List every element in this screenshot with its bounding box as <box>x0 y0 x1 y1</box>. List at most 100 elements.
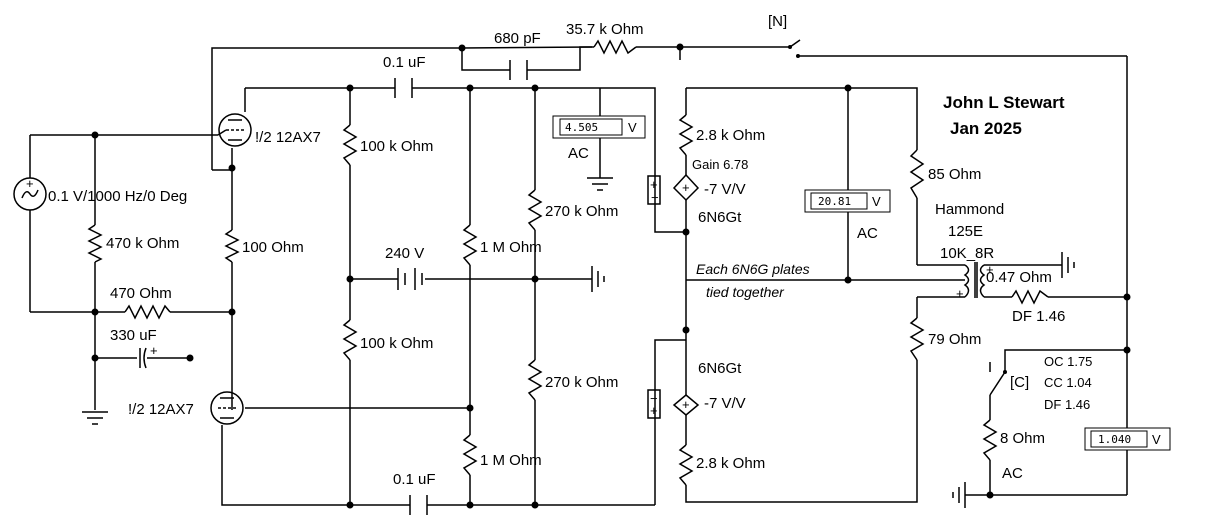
battery-240v <box>397 268 423 290</box>
label-xfmr-1: Hammond <box>935 201 1004 218</box>
ac-source: + <box>13 176 47 211</box>
voltmeter-1: 4.505 V <box>552 115 646 139</box>
resistors <box>87 39 1049 486</box>
label-load-ac: AC <box>1002 465 1023 482</box>
label-oc: OC 1.75 <box>1044 354 1092 369</box>
capacitor-330uf: + <box>139 343 158 369</box>
label-df-top: DF 1.46 <box>1012 308 1065 325</box>
label-df-bottom: DF 1.46 <box>1044 397 1090 412</box>
label-r-secondary: 0.47 Ohm <box>986 269 1052 286</box>
label-cc: CC 1.04 <box>1044 375 1092 390</box>
label-vcvs-upper: -7 V/V <box>704 181 746 198</box>
svg-text:V: V <box>1152 432 1161 447</box>
svg-text:−: − <box>650 391 658 406</box>
svg-text:−: − <box>651 190 659 205</box>
label-r-plate-bottom: 100 k Ohm <box>360 335 433 352</box>
note-line2: tied together <box>706 284 785 300</box>
resistor-2k8-bottom <box>678 444 694 486</box>
label-supply: 240 V <box>385 245 424 262</box>
label-tube-lower: !/2 12AX7 <box>128 401 194 418</box>
tube-upper-12ax7 <box>217 113 252 147</box>
ground-symbols <box>82 177 1075 508</box>
resistor-2k8-top <box>678 114 694 156</box>
ground-meter1 <box>587 177 613 191</box>
vcvs-lower: + − + <box>647 389 700 419</box>
ground-supply <box>591 266 605 292</box>
label-r-feedback: 35.7 k Ohm <box>566 21 644 38</box>
resistor-270k-top <box>527 189 543 231</box>
label-r-bias-bottom: 270 k Ohm <box>545 374 618 391</box>
resistor-35k7 <box>593 39 637 55</box>
capacitor-0p1-top <box>394 78 413 98</box>
junctions <box>91 43 1131 509</box>
resistor-1m-bottom <box>462 434 478 476</box>
wires <box>29 46 1128 506</box>
resistor-100ohm <box>224 229 240 263</box>
resistor-1m-top <box>462 224 478 266</box>
label-xfmr-2: 125E <box>948 223 983 240</box>
svg-text:+: + <box>150 343 158 358</box>
date: Jan 2025 <box>950 119 1022 138</box>
svg-text:V: V <box>628 120 637 135</box>
voltmeter-2: 20.81 V <box>804 189 891 213</box>
resistor-85 <box>909 149 925 199</box>
label-gain: Gain 6.78 <box>692 157 748 172</box>
label-tube-upper: !/2 12AX7 <box>255 129 321 146</box>
label-r-cathode-shared: 100 Ohm <box>242 239 304 256</box>
svg-text:1.040: 1.040 <box>1098 433 1131 446</box>
label-r-85: 85 Ohm <box>928 166 981 183</box>
label-xfmr-3: 10K_8R <box>940 245 994 262</box>
label-r-grid: 470 k Ohm <box>106 235 179 252</box>
label-c-bypass: 330 uF <box>110 327 157 344</box>
svg-text:+: + <box>682 180 690 195</box>
resistor-79 <box>909 317 925 361</box>
label-c-feedback: 680 pF <box>494 30 541 47</box>
switch-c <box>989 362 1007 396</box>
resistor-0p47 <box>1011 289 1049 305</box>
svg-text:+: + <box>956 286 964 301</box>
label-switch-c: [C] <box>1010 374 1029 391</box>
svg-text:20.81: 20.81 <box>818 195 851 208</box>
label-tube-out-lower: 6N6Gt <box>698 360 742 377</box>
label-meter2-ac: AC <box>857 225 878 242</box>
label-tube-out-upper: 6N6Gt <box>698 209 742 226</box>
ground-input <box>82 411 108 425</box>
label-r-cath-lower: 2.8 k Ohm <box>696 455 765 472</box>
label-r-grid-bottom: 1 M Ohm <box>480 452 542 469</box>
resistor-100k-bottom <box>342 319 358 361</box>
note-line1: Each 6N6G plates <box>696 261 810 277</box>
resistor-8ohm <box>982 419 998 461</box>
resistor-470ohm <box>124 304 171 320</box>
svg-text:+: + <box>682 397 690 412</box>
capacitors: + <box>139 60 528 515</box>
ground-xfmr <box>1061 252 1075 278</box>
vcvs-upper: + + − <box>647 173 700 205</box>
author: John L Stewart <box>943 93 1065 112</box>
label-r-79: 79 Ohm <box>928 331 981 348</box>
label-source: 0.1 V/1000 Hz/0 Deg <box>48 188 187 205</box>
transformer-hammond: + + <box>956 262 994 301</box>
resistor-100k-top <box>342 124 358 166</box>
label-r-cathode: 470 Ohm <box>110 285 172 302</box>
resistor-470k <box>87 224 103 263</box>
labels: John L Stewart Jan 2025 0.1 V/1000 Hz/0 … <box>48 13 1092 488</box>
resistor-270k-bottom <box>527 359 543 401</box>
label-c-top: 0.1 uF <box>383 54 426 71</box>
label-r-bias-top: 270 k Ohm <box>545 203 618 220</box>
capacitor-0p1-bottom <box>409 495 428 515</box>
label-r-plate-top: 100 k Ohm <box>360 138 433 155</box>
label-r-grid-top: 1 M Ohm <box>480 239 542 256</box>
svg-text:4.505: 4.505 <box>565 121 598 134</box>
svg-text:V: V <box>872 194 881 209</box>
svg-text:+: + <box>650 403 658 418</box>
svg-text:+: + <box>26 176 34 191</box>
tube-lower-12ax7 <box>210 391 244 425</box>
label-r-load: 8 Ohm <box>1000 430 1045 447</box>
voltmeter-3: 1.040 V <box>1084 427 1171 451</box>
capacitor-680pf <box>509 60 528 80</box>
label-switch-n: [N] <box>768 13 787 30</box>
label-vcvs-lower: -7 V/V <box>704 395 746 412</box>
label-r-cath-upper: 2.8 k Ohm <box>696 127 765 144</box>
